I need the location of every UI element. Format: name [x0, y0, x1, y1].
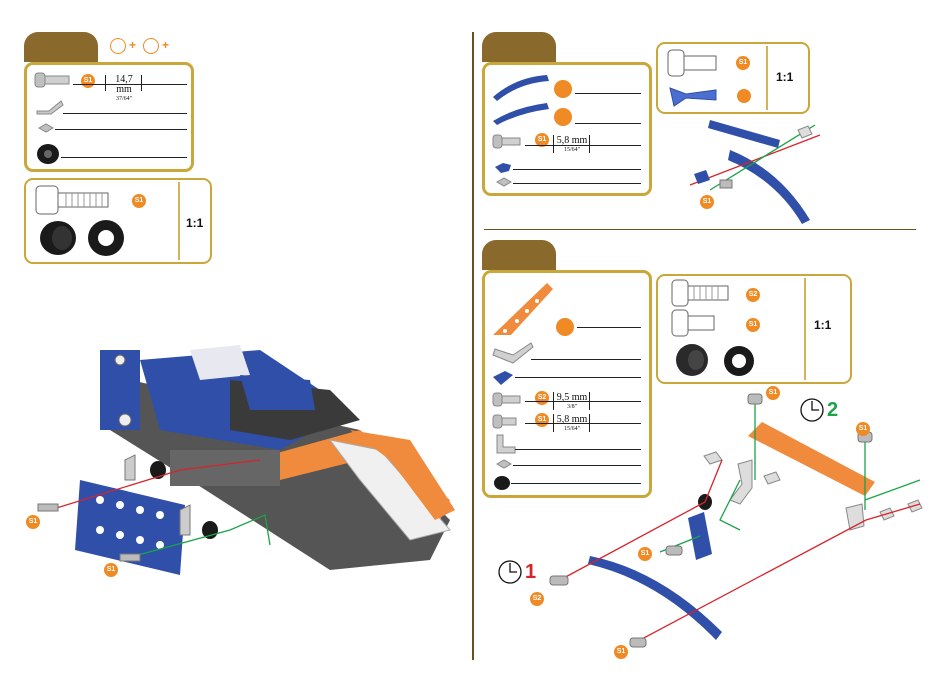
- page-divider: [472, 32, 474, 660]
- callout-badge: S1: [104, 563, 118, 577]
- washer-icon: [722, 344, 756, 378]
- angle-bracket-icon: [35, 99, 65, 115]
- triangular-plate-icon: [491, 281, 555, 337]
- step-c-header-tab: [482, 240, 556, 270]
- spacer-bushing-icon: [38, 218, 78, 256]
- spacer-orange-icon: [553, 107, 573, 127]
- plus-symbol: +: [162, 38, 169, 52]
- step-b-assembly-illustration: [680, 110, 840, 230]
- square-nut-icon: [37, 123, 55, 133]
- sequence-clock-icon: [499, 561, 521, 583]
- washer-icon: [86, 218, 126, 258]
- sequence-number-1: 1: [525, 561, 536, 584]
- spacer-orange-icon: [555, 317, 575, 337]
- part-circle-icon: [143, 38, 159, 54]
- bolt-icon: [668, 50, 720, 78]
- bolt-size-badge: S2: [746, 288, 760, 302]
- plus-symbol: +: [129, 38, 136, 52]
- bolt-icon: [672, 310, 722, 338]
- spacer-bushing-icon: [35, 143, 61, 165]
- part-circle-icon: [110, 38, 126, 54]
- scale-ratio-label: 1:1: [186, 216, 203, 230]
- sequence-number-2: 2: [827, 399, 838, 422]
- angle-bracket-icon: [491, 343, 535, 367]
- car-chassis-illustration: [30, 320, 470, 600]
- spacer-bushing-icon: [674, 342, 710, 378]
- bolt-size-badge: S1: [81, 74, 95, 88]
- spacer-orange-icon: [553, 79, 573, 99]
- step-a-header-tab: [24, 32, 98, 62]
- curved-strip-icon: [491, 71, 551, 101]
- bolt-icon: [493, 135, 523, 149]
- bolt-size-badge: S1: [132, 194, 146, 208]
- bolt-length-label: 14,7 mm 37/64": [107, 75, 141, 103]
- bolt-size-badge: S1: [746, 318, 760, 332]
- step-a-parts-box: S1 14,7 mm 37/64": [24, 62, 194, 172]
- step-a-scale-box: S1 1:1: [24, 178, 212, 264]
- callout-badge: S1: [700, 195, 714, 209]
- callout-badge: S1: [856, 422, 870, 436]
- step-b-parts-box: S1 5,8 mm 15/64": [482, 62, 652, 196]
- sequence-clock-icon: [801, 399, 823, 421]
- bolt-size-badge: S1: [736, 56, 750, 70]
- callout-badge: S1: [638, 547, 652, 561]
- curved-strip-icon: [491, 101, 551, 127]
- step-b-scale-box: S1 1:1: [656, 42, 810, 114]
- callout-badge: S1: [26, 515, 40, 529]
- section-divider: [484, 229, 916, 230]
- bolt-icon: [672, 280, 732, 308]
- step-b-header-tab: [482, 32, 556, 62]
- spacer-orange-icon: [736, 88, 752, 104]
- square-nut-icon: [495, 177, 513, 187]
- bolt-icon: [35, 71, 71, 89]
- blue-clip-icon: [668, 84, 720, 108]
- callout-badge: S1: [766, 386, 780, 400]
- bolt-icon: [36, 186, 112, 216]
- scale-ratio-label: 1:1: [814, 318, 831, 332]
- blue-clip-icon: [493, 161, 513, 175]
- callout-badge: S1: [614, 645, 628, 659]
- step-c-scale-box: S2 S1 1:1: [656, 274, 852, 384]
- callout-badge: S2: [530, 592, 544, 606]
- scale-ratio-label: 1:1: [776, 70, 793, 84]
